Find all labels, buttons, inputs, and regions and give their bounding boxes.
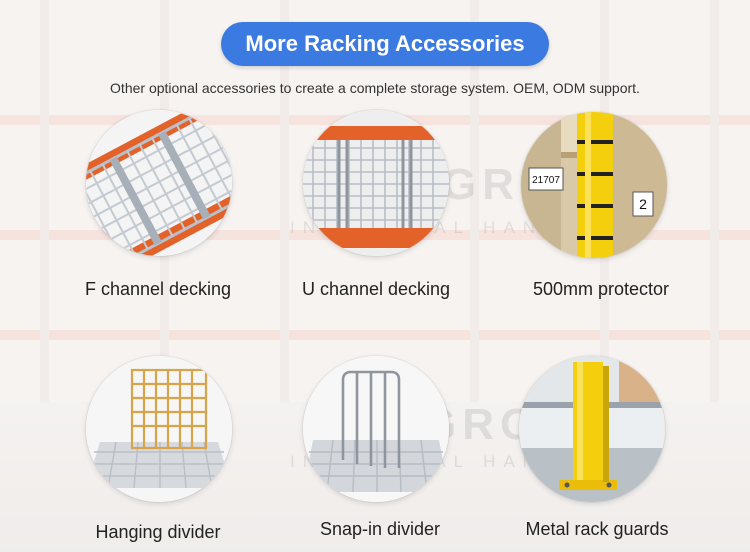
- section-title: More Racking Accessories: [245, 31, 525, 56]
- caption-f-channel-decking: F channel decking: [84, 279, 232, 299]
- section-subtitle: Other optional accessories to create a c…: [110, 80, 640, 96]
- f-channel-decking-image: [86, 110, 232, 256]
- caption-u-channel-decking: U channel decking: [301, 279, 451, 299]
- caption-snap-in-divider: Snap-in divider: [319, 519, 441, 539]
- caption-500mm-protector: 500mm protector: [532, 279, 670, 299]
- hanging-divider-image: [86, 356, 232, 502]
- rack-guard-image: [519, 356, 665, 502]
- snap-in-divider-image: [303, 356, 449, 502]
- u-channel-decking-image: [303, 110, 449, 256]
- pallet-number-label: 21707: [532, 175, 560, 186]
- section-title-banner: More Racking Accessories: [221, 22, 549, 66]
- caption-metal-rack-guards: Metal rack guards: [525, 519, 669, 539]
- upright-protector-image: 21707 2: [521, 112, 667, 258]
- caption-hanging-divider: Hanging divider: [95, 522, 221, 542]
- shelf-label: 2: [639, 196, 647, 212]
